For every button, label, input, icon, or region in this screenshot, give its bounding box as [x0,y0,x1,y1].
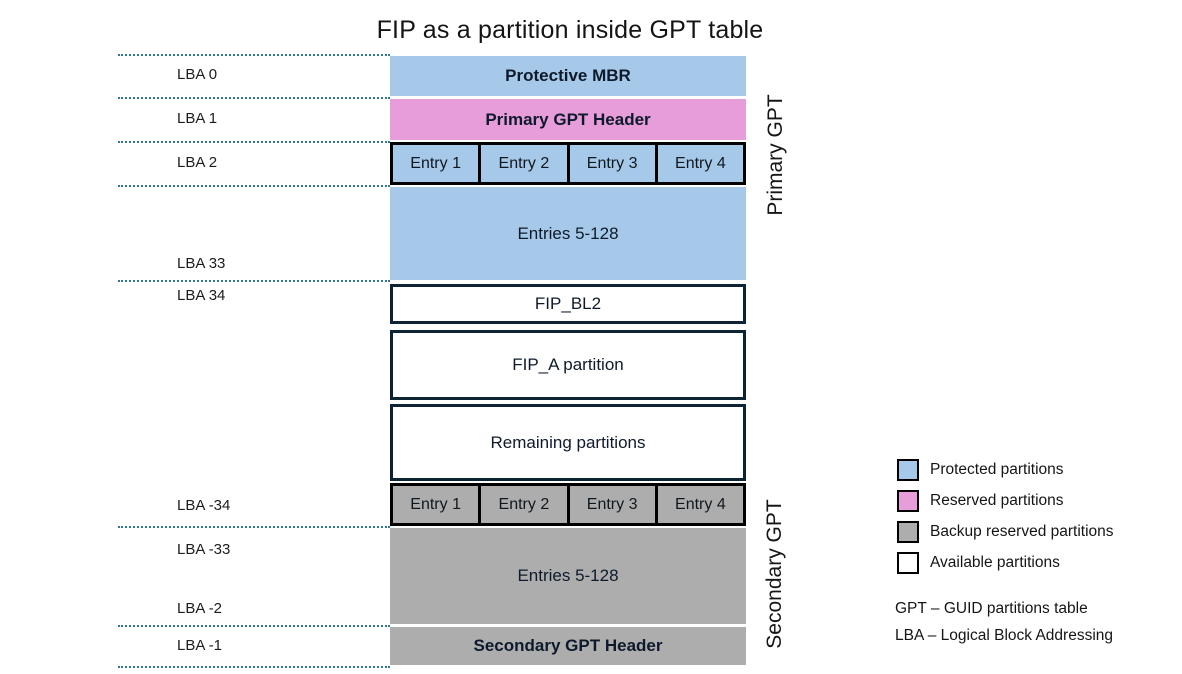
dotted-separator [118,54,390,56]
reserved-swatch [897,490,919,512]
dotted-separator [118,185,390,187]
lba-label-0: LBA 0 [177,66,218,83]
primary-entry-row: Entry 1 Entry 2 Entry 3 Entry 4 [390,142,746,185]
primary-entry-1: Entry 1 [393,145,479,182]
legend-label: Backup reserved partitions [930,523,1114,540]
dotted-separator [118,141,390,143]
lba-label-1: LBA 1 [177,110,218,127]
primary-entry-4: Entry 4 [654,145,743,182]
block-fip-bl2: FIP_BL2 [390,284,746,324]
block-primary-entries-5-128: Entries 5-128 [390,187,746,280]
dotted-separator [118,526,390,528]
secondary-entry-4: Entry 4 [654,486,743,523]
secondary-entry-3: Entry 3 [566,486,655,523]
diagram-title: FIP as a partition inside GPT table [376,16,764,44]
legend-label: Available partitions [930,554,1060,571]
block-fip-a-partition: FIP_A partition [390,330,746,400]
secondary-gpt-section-label: Secondary GPT [763,499,786,649]
primary-entry-2: Entry 2 [478,145,567,182]
dotted-separator [118,625,390,627]
legend-label: Protected partitions [930,461,1064,478]
block-remaining-partitions: Remaining partitions [390,404,746,481]
legend-item-available: Available partitions [897,552,1060,574]
legend-label: Reserved partitions [930,492,1064,509]
abbreviation-gpt: GPT – GUID partitions table [895,600,1088,617]
lba-label-n33: LBA -33 [177,541,231,558]
lba-label-n1: LBA -1 [177,637,223,654]
lba-label-2: LBA 2 [177,154,218,171]
backup-swatch [897,521,919,543]
secondary-entry-row: Entry 1 Entry 2 Entry 3 Entry 4 [390,483,746,526]
lba-label-n2: LBA -2 [177,600,223,617]
dotted-separator [118,666,390,668]
legend-item-reserved: Reserved partitions [897,490,1064,512]
block-secondary-gpt-header: Secondary GPT Header [390,627,746,665]
lba-label-n34: LBA -34 [177,497,231,514]
dotted-separator [118,280,390,282]
protected-swatch [897,459,919,481]
legend-item-backup: Backup reserved partitions [897,521,1114,543]
primary-gpt-section-label: Primary GPT [764,94,787,216]
secondary-entry-1: Entry 1 [393,486,479,523]
lba-label-33: LBA 33 [177,255,226,272]
secondary-entry-2: Entry 2 [478,486,567,523]
primary-entry-3: Entry 3 [566,145,655,182]
block-protective-mbr: Protective MBR [390,56,746,96]
block-primary-gpt-header: Primary GPT Header [390,99,746,140]
legend-item-protected: Protected partitions [897,459,1064,481]
available-swatch [897,552,919,574]
lba-label-34: LBA 34 [177,287,226,304]
abbreviation-lba: LBA – Logical Block Addressing [895,627,1113,644]
dotted-separator [118,97,390,99]
block-secondary-entries-5-128: Entries 5-128 [390,528,746,624]
